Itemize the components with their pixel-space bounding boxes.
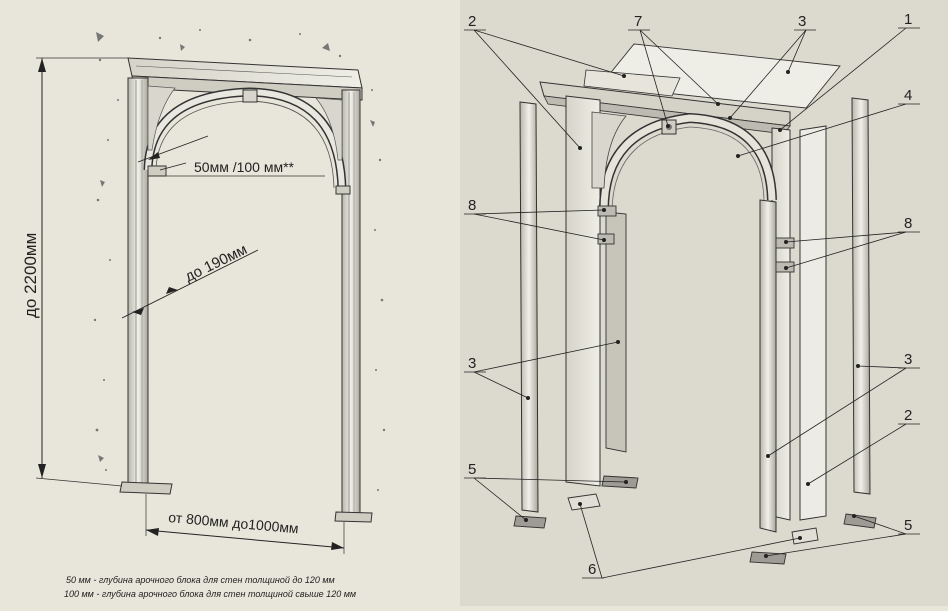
exploded-arch: 2 7 3 1 4 8 8 3 3 2 5 6 5 xyxy=(464,11,920,579)
callout-5-left: 5 xyxy=(468,461,476,478)
callout-3-left: 3 xyxy=(468,355,476,372)
wall-thickness-label: до 190мм xyxy=(182,241,250,286)
callout-8-right: 8 xyxy=(904,215,912,232)
wall-texture xyxy=(93,29,386,491)
footnote-1: 50 мм - глубина арочного блока для стен … xyxy=(66,575,335,585)
callout-1: 1 xyxy=(904,11,912,28)
callout-3-right: 3 xyxy=(904,351,912,368)
assembled-arch: до 2200мм 50мм /100 мм** до 190мм от 800… xyxy=(21,29,386,599)
leader-lines xyxy=(473,27,907,579)
leader-dots xyxy=(524,70,860,558)
callout-2-top: 2 xyxy=(468,13,476,30)
callout-4: 4 xyxy=(904,87,912,104)
depth-dimension-label: 50мм /100 мм** xyxy=(194,159,295,175)
callout-3-top: 3 xyxy=(798,13,806,30)
width-dimension-label: от 800мм до1000мм xyxy=(168,509,300,536)
callout-2-right: 2 xyxy=(904,407,912,424)
callout-6: 6 xyxy=(588,561,596,578)
callout-8-left: 8 xyxy=(468,197,476,214)
callout-numbers: 2 7 3 1 4 8 8 3 3 2 5 6 5 xyxy=(464,11,920,579)
height-dimension-label: до 2200мм xyxy=(21,233,40,318)
callout-5-right: 5 xyxy=(904,517,912,534)
callout-7: 7 xyxy=(634,13,642,30)
footnote-2: 100 мм - глубина арочного блока для стен… xyxy=(64,589,356,599)
